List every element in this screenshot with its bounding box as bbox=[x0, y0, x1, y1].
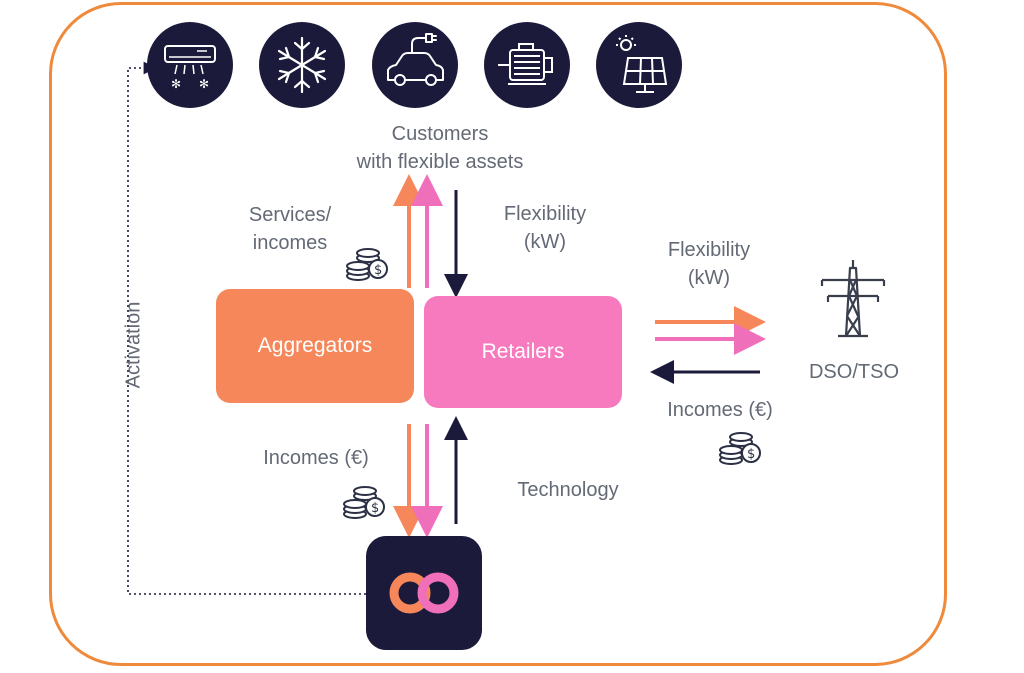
svg-text:✻: ✻ bbox=[199, 77, 209, 91]
coins-icon-services: $ bbox=[346, 248, 388, 281]
flexibility-right-line1: Flexibility bbox=[667, 239, 751, 261]
dso-tso-label: DSO/TSO bbox=[808, 361, 899, 383]
retailers-label: Retailers bbox=[481, 340, 565, 363]
customers-label-line1: Customers bbox=[391, 123, 489, 145]
customers-label: Customers with flexible assets bbox=[340, 120, 540, 176]
coins-icon-bottom: $ bbox=[343, 486, 385, 519]
activation-line bbox=[127, 61, 366, 595]
flexibility-top-line1: Flexibility bbox=[503, 203, 587, 225]
snowflake-icon bbox=[259, 22, 345, 108]
flexibility-top-label: Flexibility (kW) bbox=[480, 200, 610, 256]
flexibility-right-line2: (kW) bbox=[687, 267, 731, 289]
electric-car-icon bbox=[372, 22, 458, 108]
diagram-frame bbox=[49, 2, 947, 666]
retailers-box: Retailers bbox=[424, 296, 622, 408]
services-label-line1: Services/ bbox=[248, 204, 332, 226]
svg-text:$: $ bbox=[374, 263, 382, 278]
incomes-bottom-label: Incomes (€) bbox=[263, 447, 369, 469]
svg-text:$: $ bbox=[747, 447, 755, 462]
solar-panel-icon bbox=[596, 22, 682, 108]
technology-label: Technology bbox=[517, 479, 619, 501]
flexibility-right-label: Flexibility (kW) bbox=[644, 236, 774, 292]
services-label: Services/ incomes bbox=[222, 201, 358, 257]
transmission-tower-icon bbox=[820, 260, 886, 338]
customers-label-line2: with flexible assets bbox=[356, 151, 524, 173]
svg-text:$: $ bbox=[371, 501, 379, 516]
services-label-line2: incomes bbox=[252, 232, 328, 254]
aggregators-box: Aggregators bbox=[216, 289, 414, 403]
incomes-right-label: Incomes (€) bbox=[667, 399, 773, 421]
flexibility-top-line2: (kW) bbox=[523, 231, 567, 253]
aggregators-label: Aggregators bbox=[257, 334, 373, 357]
coins-icon-right: $ bbox=[719, 432, 761, 465]
air-conditioner-icon: ✻ ✻ bbox=[147, 22, 233, 108]
infinity-logo-icon bbox=[389, 572, 459, 614]
app-logo bbox=[366, 536, 482, 650]
motor-icon bbox=[484, 22, 570, 108]
svg-text:✻: ✻ bbox=[171, 77, 181, 91]
